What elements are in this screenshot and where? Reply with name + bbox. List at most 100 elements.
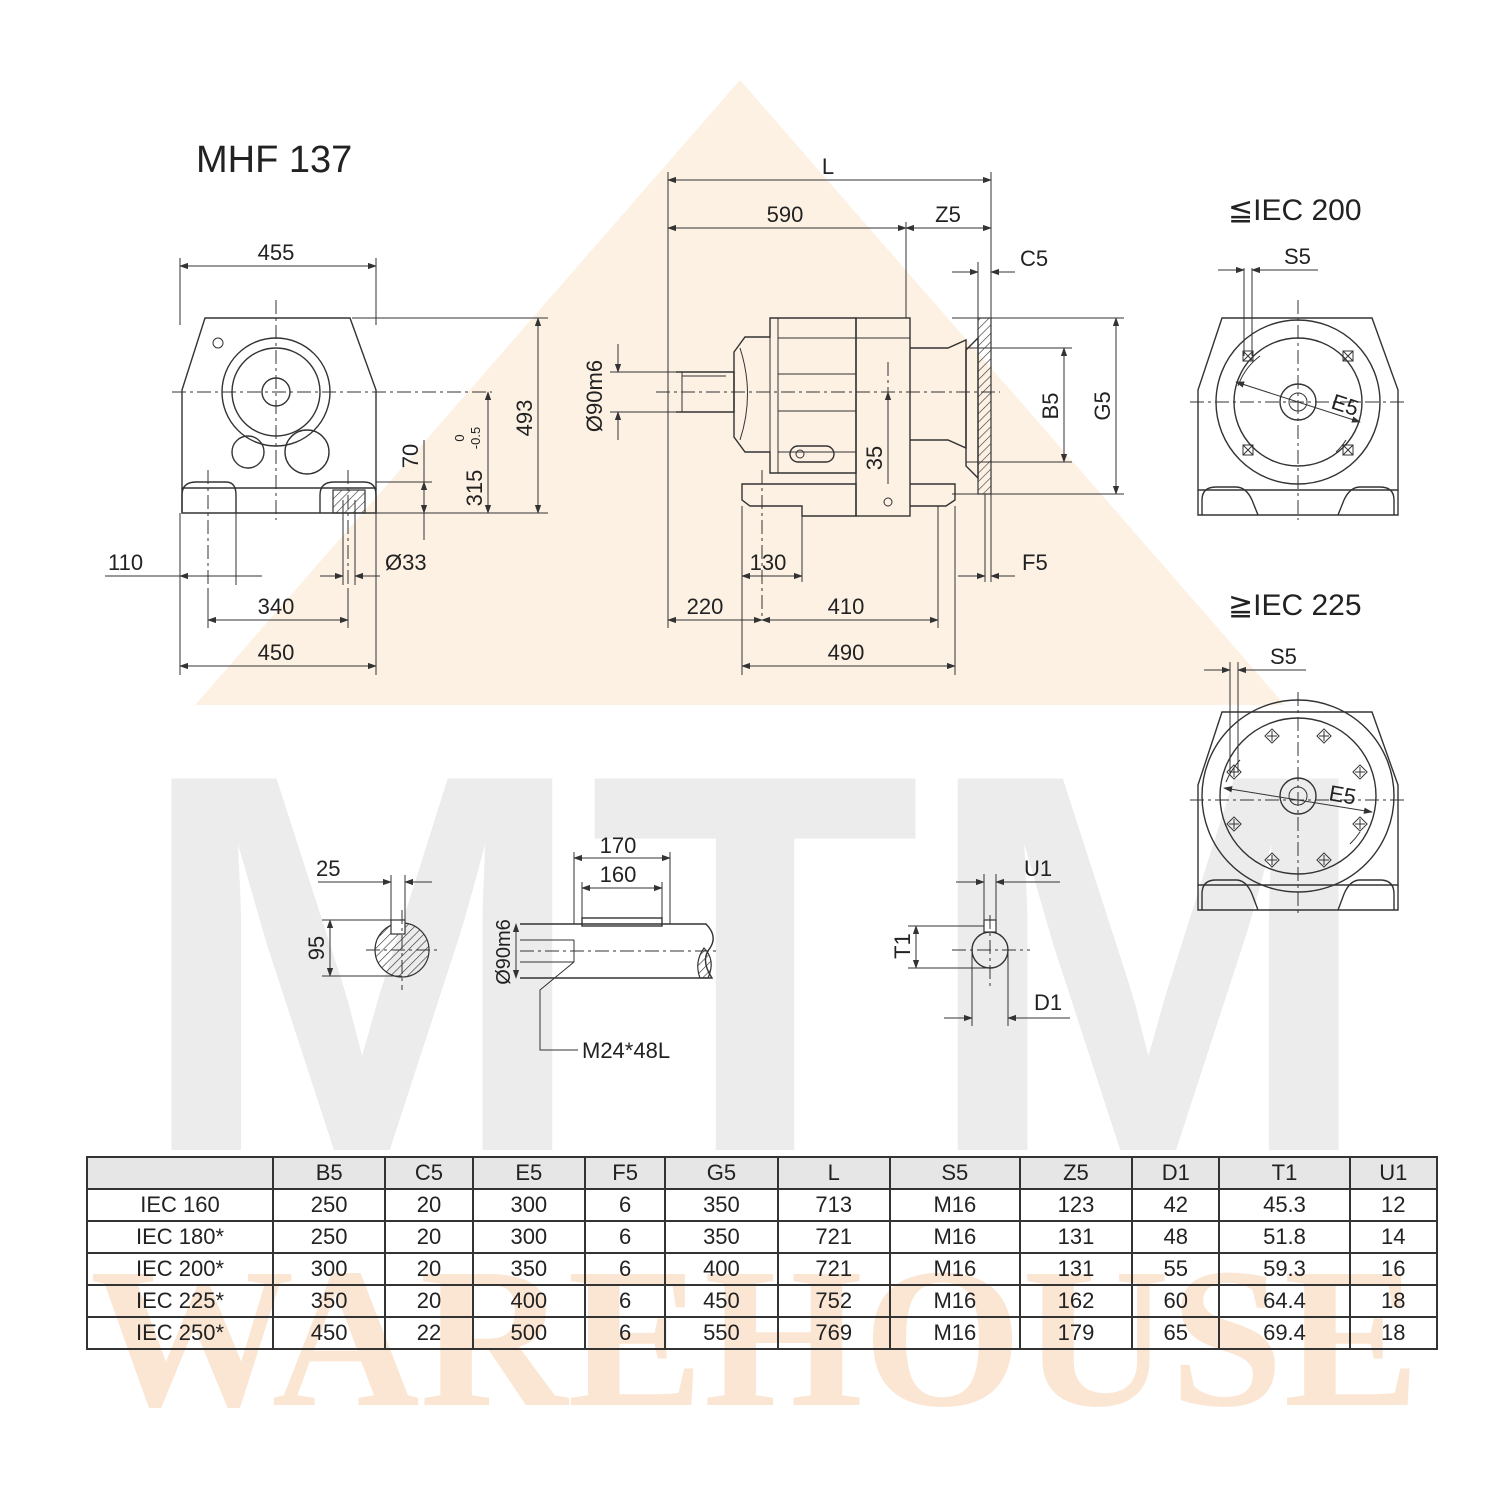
table-cell: 45.3 — [1218, 1188, 1351, 1222]
table-cell: 450 — [664, 1284, 779, 1318]
table-cell: 20 — [384, 1188, 474, 1222]
table-header-cell: F5 — [583, 1156, 667, 1190]
dim-len-170: 170 — [600, 833, 637, 858]
dim-shaft-detail-dia: Ø90m6 — [493, 919, 515, 985]
dim-315-tol-upper: 0 — [452, 434, 467, 441]
table-cell: 179 — [1018, 1316, 1134, 1350]
table-header-cell: T1 — [1218, 1156, 1351, 1190]
dim-hole-dia: Ø33 — [385, 550, 427, 575]
table-header-cell: C5 — [384, 1156, 474, 1190]
table-cell: M16 — [888, 1188, 1021, 1222]
dim-shaft-dia: Ø90m6 — [582, 360, 607, 432]
dim-315-tol-lower: -0.5 — [468, 427, 483, 449]
table-header-cell: L — [776, 1156, 891, 1190]
table-cell: 300 — [471, 1220, 586, 1254]
table-cell: 42 — [1131, 1188, 1221, 1222]
dim-E5-small: E5 — [1328, 389, 1361, 421]
table-cell: 400 — [664, 1252, 779, 1286]
table-cell: 123 — [1018, 1188, 1134, 1222]
dim-493: 493 — [512, 400, 537, 437]
table-cell: 18 — [1348, 1316, 1439, 1350]
dim-len-160: 160 — [600, 862, 637, 887]
dim-490: 490 — [828, 640, 865, 665]
front-view: 455 493 315 0 -0.5 70 Ø33 110 340 — [105, 240, 548, 675]
table-cell: 300 — [271, 1252, 387, 1286]
drawing-title: MHF 137 — [196, 139, 352, 181]
table-row: IEC 225* 350 20 400 6 450 752 M16 162 60… — [86, 1284, 1439, 1318]
dim-key-width: 25 — [316, 856, 340, 881]
table-cell: M16 — [888, 1316, 1021, 1350]
table-cell: 350 — [664, 1220, 779, 1254]
table-cell: 20 — [384, 1252, 474, 1286]
table-cell: 250 — [271, 1188, 387, 1222]
table-row: IEC 160 250 20 300 6 350 713 M16 123 42 … — [86, 1188, 1439, 1222]
table-row: IEC 200* 300 20 350 6 400 721 M16 131 55… — [86, 1252, 1439, 1286]
dim-G5: G5 — [1090, 391, 1115, 420]
table-cell: M16 — [888, 1284, 1021, 1318]
shaft-side-detail: 170 160 Ø90m6 M24*48L — [493, 833, 720, 1063]
table-cell: 20 — [384, 1220, 474, 1254]
table-cell: 60 — [1131, 1284, 1221, 1318]
table-cell: IEC 200* — [86, 1252, 274, 1286]
table-header-cell — [86, 1156, 274, 1190]
table-cell: 18 — [1348, 1284, 1439, 1318]
table-cell: 6 — [583, 1220, 667, 1254]
dim-L: L — [822, 154, 834, 179]
dim-B5: B5 — [1038, 393, 1063, 420]
table-cell: IEC 160 — [86, 1188, 274, 1222]
dim-C5: C5 — [1020, 246, 1048, 271]
table-cell: 6 — [583, 1316, 667, 1350]
table-cell: 300 — [471, 1188, 586, 1222]
table-cell: 51.8 — [1218, 1220, 1351, 1254]
flange-view-large: ≧IEC 225 E5 S5 — [1190, 589, 1408, 915]
dim-Z5: Z5 — [935, 202, 961, 227]
shaft-key-section: 25 95 — [304, 856, 440, 990]
table-header-cell: D1 — [1131, 1156, 1221, 1190]
variant-small-label: ≦IEC 200 — [1228, 194, 1362, 227]
table-cell: 550 — [664, 1316, 779, 1350]
bore-detail: U1 T1 D1 — [890, 856, 1070, 1026]
dim-70: 70 — [398, 444, 423, 468]
table-cell: 350 — [664, 1188, 779, 1222]
table-cell: 55 — [1131, 1252, 1221, 1286]
dim-35: 35 — [862, 446, 887, 470]
dim-S5-small: S5 — [1284, 244, 1311, 269]
table-cell: 6 — [583, 1188, 667, 1222]
table-row: IEC 180* 250 20 300 6 350 721 M16 131 48… — [86, 1220, 1439, 1254]
dim-315: 315 — [462, 470, 487, 507]
table-cell: 721 — [776, 1252, 891, 1286]
dim-T1: T1 — [890, 933, 915, 959]
table-cell: 69.4 — [1218, 1316, 1351, 1350]
table-cell: 64.4 — [1218, 1284, 1351, 1318]
dim-455: 455 — [258, 240, 295, 265]
table-cell: 721 — [776, 1220, 891, 1254]
table-header-row: B5 C5 E5 F5 G5 L S5 Z5 D1 T1 U1 — [86, 1156, 1439, 1190]
table-header-cell: Z5 — [1018, 1156, 1134, 1190]
table-cell: 713 — [776, 1188, 891, 1222]
dim-U1: U1 — [1024, 856, 1052, 881]
table-cell: 131 — [1018, 1252, 1134, 1286]
dim-340: 340 — [258, 594, 295, 619]
table-cell: 131 — [1018, 1220, 1134, 1254]
table-cell: 350 — [471, 1252, 586, 1286]
table-cell: IEC 225* — [86, 1284, 274, 1318]
dim-S5-large: S5 — [1270, 644, 1297, 669]
table-cell: 769 — [776, 1316, 891, 1350]
flange-view-small: ≦IEC 200 E5 S5 — [1190, 194, 1408, 520]
table-cell: 22 — [384, 1316, 474, 1350]
table-cell: 162 — [1018, 1284, 1134, 1318]
dim-220: 220 — [687, 594, 724, 619]
dimension-table: B5 C5 E5 F5 G5 L S5 Z5 D1 T1 U1 IEC 160 … — [86, 1156, 1439, 1350]
table-cell: IEC 180* — [86, 1220, 274, 1254]
dim-E5-large: E5 — [1327, 780, 1358, 809]
table-cell: 752 — [776, 1284, 891, 1318]
table-cell: 20 — [384, 1284, 474, 1318]
table-cell: 500 — [471, 1316, 586, 1350]
table-row: IEC 250* 450 22 500 6 550 769 M16 179 65… — [86, 1316, 1439, 1350]
table-cell: 6 — [583, 1252, 667, 1286]
dim-450: 450 — [258, 640, 295, 665]
table-cell: 48 — [1131, 1220, 1221, 1254]
table-header-cell: B5 — [271, 1156, 387, 1190]
table-cell: 12 — [1348, 1188, 1439, 1222]
table-cell: M16 — [888, 1252, 1021, 1286]
